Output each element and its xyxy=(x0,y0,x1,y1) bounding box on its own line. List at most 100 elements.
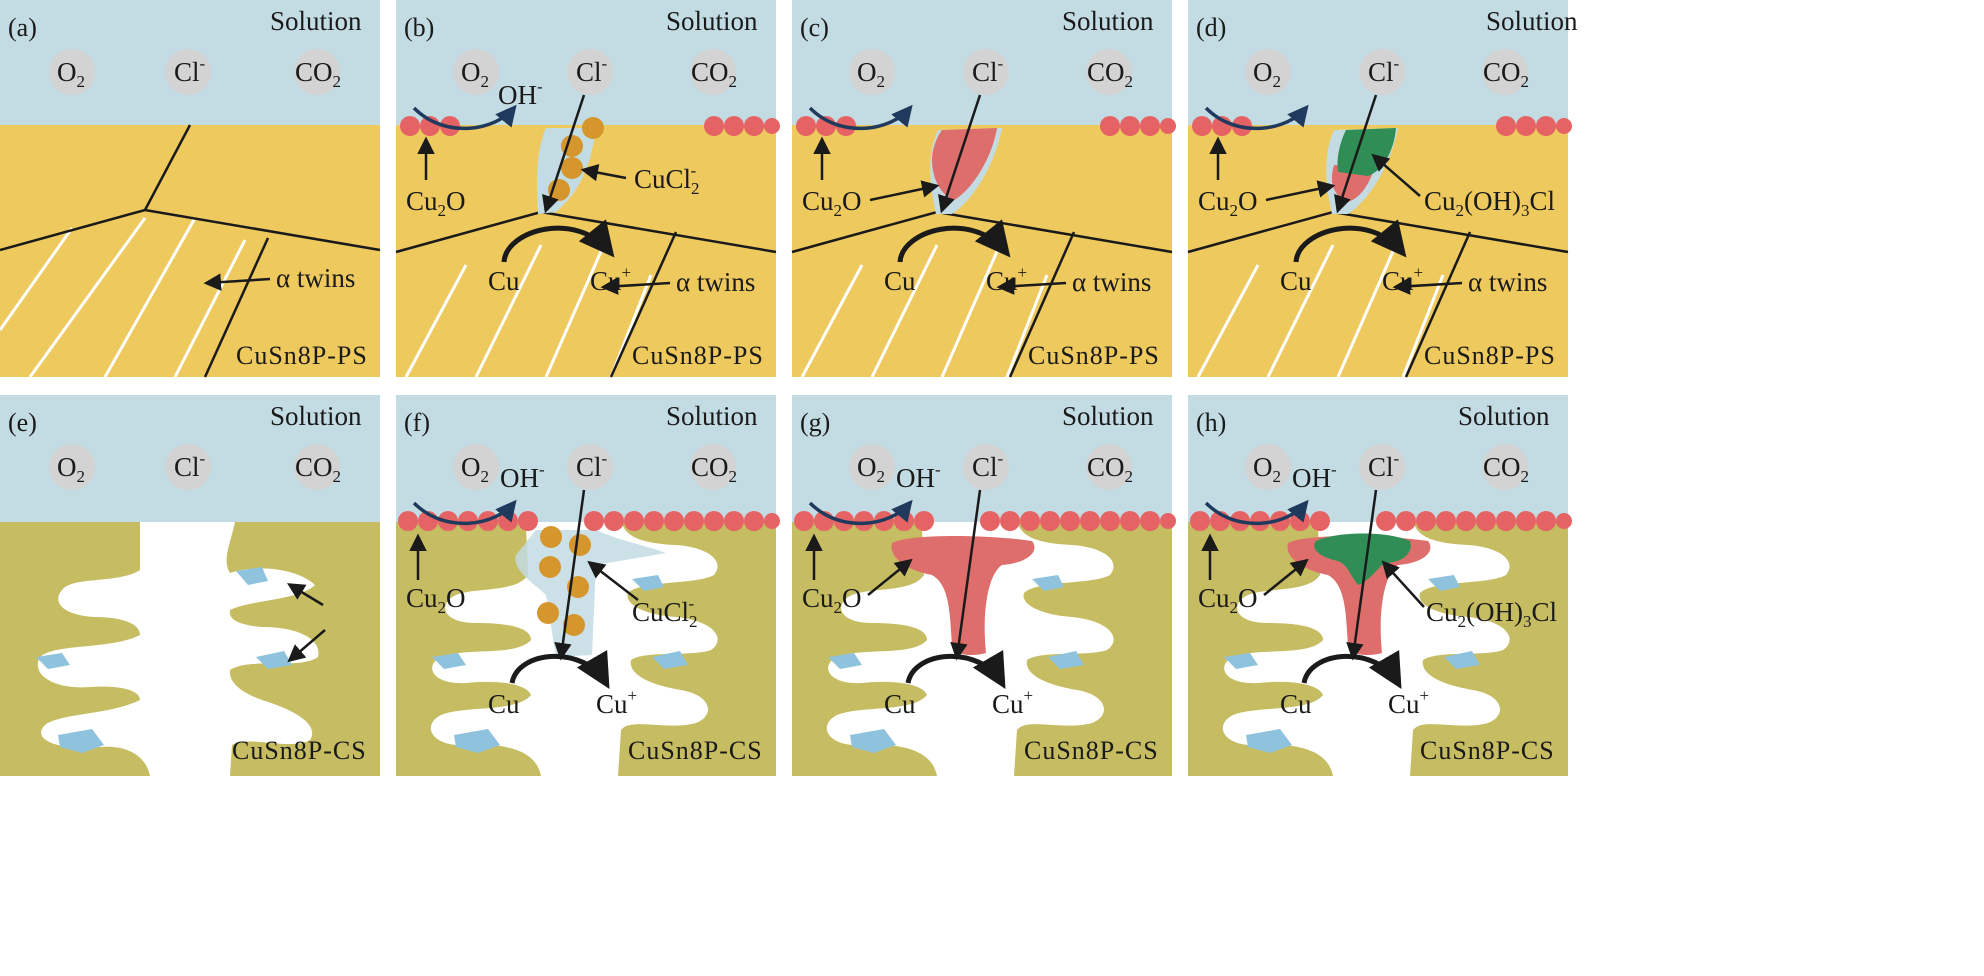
inclusion-arrow-1 xyxy=(287,583,324,607)
alloy-label: CuSn8P-CS xyxy=(1024,736,1159,765)
twins-arrow xyxy=(996,277,1067,295)
panel-tag: (a) xyxy=(8,13,37,42)
panel-tag: (f) xyxy=(404,408,430,437)
oh-label: OH- xyxy=(896,460,941,493)
twins-label: α twins xyxy=(276,263,355,293)
cucl2-arrow xyxy=(580,164,627,182)
cl-arrow xyxy=(938,94,982,214)
cl-bubble: Cl- xyxy=(963,49,1009,95)
cl-bubble: Cl- xyxy=(165,444,211,490)
cu-reaction-arrow xyxy=(905,649,1006,690)
twins-label: α twins xyxy=(1468,267,1547,297)
cl-arrow xyxy=(950,489,982,661)
panel-h: (h) Solution O2 Cl- CO2 OH- Cu2O Cu2(OH)… xyxy=(1188,395,1572,776)
oh-reaction-arrow xyxy=(412,104,517,131)
cl-arrow xyxy=(542,94,586,214)
cu2o-label: Cu2O xyxy=(802,186,862,220)
oxide-dots-right xyxy=(1496,116,1572,136)
cu-label: Cu xyxy=(884,266,916,296)
o2-bubble: O2 xyxy=(849,444,895,490)
cl-bubble: Cl- xyxy=(963,444,1009,490)
co2-bubble: CO2 xyxy=(294,49,341,95)
oxide-dots-right xyxy=(980,511,1176,531)
cu2o-label: Cu2O xyxy=(1198,186,1258,220)
panel-e: (e) Solution O2 Cl- CO2 CuSn8P-CS xyxy=(0,395,380,776)
cucl2-arrow xyxy=(587,560,639,601)
alloy-label: CuSn8P-CS xyxy=(628,736,763,765)
panel-tag: (e) xyxy=(8,408,37,437)
cl-arrow xyxy=(554,489,586,661)
cu2o-label: Cu2O xyxy=(406,186,466,220)
cu2o-to-red-arrow xyxy=(869,180,940,202)
co2-bubble: CO2 xyxy=(690,49,737,95)
cu-plus-label: Cu+ xyxy=(596,686,637,719)
cucl2-label: CuCl2- xyxy=(632,594,698,631)
panel-tag: (d) xyxy=(1196,13,1226,42)
twins-arrow xyxy=(1392,277,1463,295)
cl-arrow xyxy=(1346,489,1378,661)
o2-bubble: O2 xyxy=(1245,444,1291,490)
cl-bubble: Cl- xyxy=(567,49,613,95)
oh-label: OH- xyxy=(500,460,545,493)
oxide-dots-right xyxy=(584,511,780,531)
panel-d: (d) Solution O2 Cl- CO2 Cu2O Cu2(OH)3Cl … xyxy=(1187,0,1578,378)
svg-text:Cl-: Cl- xyxy=(972,54,1004,87)
cu-label: Cu xyxy=(488,266,520,296)
blue-inclusions xyxy=(36,567,292,753)
cucl2-label: CuCl2- xyxy=(634,161,700,198)
cu-label: Cu xyxy=(488,689,520,719)
oh-reaction-arrow xyxy=(412,499,517,526)
svg-text:O2: O2 xyxy=(857,57,885,91)
solution-label: Solution xyxy=(1458,401,1550,431)
solution-label: Solution xyxy=(1062,401,1154,431)
svg-text:Cl-: Cl- xyxy=(576,54,608,87)
cu2o-to-red-arrow xyxy=(867,558,913,596)
cu2o-label: Cu2O xyxy=(406,583,466,617)
cl-bubble: Cl- xyxy=(1359,49,1405,95)
twins-label: α twins xyxy=(1072,267,1151,297)
cu2o-to-red-arrow xyxy=(1265,180,1336,202)
twins-arrow xyxy=(203,273,271,291)
twin-lines xyxy=(1196,239,1445,378)
cu-reaction-arrow xyxy=(509,649,610,690)
co2-bubble: CO2 xyxy=(1482,444,1529,490)
svg-text:Cl-: Cl- xyxy=(1368,54,1400,87)
svg-text:O2: O2 xyxy=(57,452,85,486)
cu2o-to-red-arrow xyxy=(1263,558,1309,596)
cu2oh3cl-arrow xyxy=(1371,153,1421,197)
co2-bubble: CO2 xyxy=(294,444,341,490)
cu-reaction-arrow xyxy=(1301,649,1402,690)
oxide-dots-right xyxy=(1376,511,1572,531)
cu2oh3cl-label: Cu2(OH)3Cl xyxy=(1424,186,1555,220)
oxygen-reaction-arrow xyxy=(808,104,913,131)
blue-inclusions xyxy=(1224,575,1480,753)
solution-label: Solution xyxy=(1062,6,1154,36)
solution-label: Solution xyxy=(270,401,362,431)
red-product xyxy=(932,128,997,200)
oh-label: OH- xyxy=(498,77,543,110)
cu2o-label: Cu2O xyxy=(1198,583,1258,617)
svg-text:CO2: CO2 xyxy=(1483,57,1529,91)
solution-label: Solution xyxy=(1486,6,1578,36)
blue-inclusions xyxy=(828,575,1084,753)
oh-reaction-arrow xyxy=(808,499,913,526)
co2-bubble: CO2 xyxy=(1086,49,1133,95)
grain-boundaries xyxy=(0,124,381,378)
svg-text:O2: O2 xyxy=(857,452,885,486)
svg-text:CO2: CO2 xyxy=(691,452,737,486)
alloy-label: CuSn8P-PS xyxy=(1424,341,1556,370)
red-product xyxy=(891,536,1035,655)
co2-bubble: CO2 xyxy=(1482,49,1529,95)
alloy-label: CuSn8P-CS xyxy=(232,736,367,765)
panel-f: (f) Solution O2 Cl- CO2 OH- Cu2O CuCl2- … xyxy=(396,395,780,776)
svg-text:CO2: CO2 xyxy=(295,57,341,91)
cu2o-label: Cu2O xyxy=(802,583,862,617)
svg-text:CO2: CO2 xyxy=(295,452,341,486)
svg-text:Cl-: Cl- xyxy=(1368,449,1400,482)
o2-bubble: O2 xyxy=(453,49,499,95)
o2-bubble: O2 xyxy=(49,49,95,95)
twin-lines xyxy=(800,239,1049,378)
oh-label: OH- xyxy=(1292,460,1337,493)
svg-text:O2: O2 xyxy=(461,452,489,486)
